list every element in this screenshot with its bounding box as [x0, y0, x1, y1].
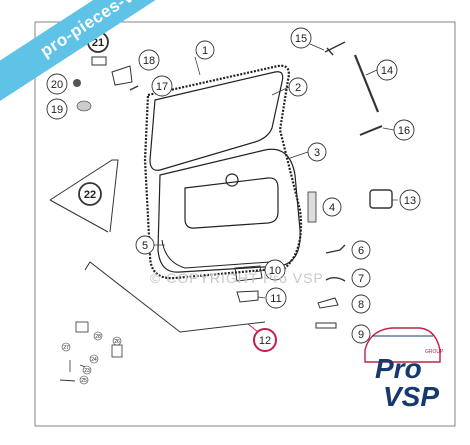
callout-label-10: 10: [269, 265, 281, 277]
callout-1[interactable]: [195, 40, 215, 60]
callout-label-25: 25: [81, 378, 87, 384]
callout-label-8: 8: [358, 299, 364, 311]
callout-label-11: 11: [270, 293, 281, 305]
callout-label-6: 6: [358, 245, 364, 257]
emblem: [225, 173, 239, 187]
plate-recess: [184, 177, 279, 229]
small-part-25: [59, 379, 76, 382]
latch-part-7: [325, 277, 346, 282]
latch-part-9: [315, 322, 337, 329]
tailgate-panel: [157, 148, 301, 273]
lock-part-11: [236, 290, 259, 303]
callout-24[interactable]: [89, 354, 99, 364]
callout-label-13: 13: [404, 195, 416, 207]
callout-label-28: 28: [95, 334, 101, 340]
callout-3[interactable]: [307, 142, 327, 162]
reflector-strip: [307, 191, 317, 223]
callout-18[interactable]: [138, 49, 160, 71]
wiring-harness: [49, 159, 119, 233]
strut-pin: [324, 41, 346, 56]
small-part-28: [75, 321, 89, 333]
callout-22[interactable]: [78, 182, 102, 206]
callout-19[interactable]: [46, 98, 68, 120]
bumper-stop: [359, 125, 383, 136]
callout-4[interactable]: [322, 197, 342, 217]
callout-label-20: 20: [51, 79, 63, 91]
callout-5[interactable]: [135, 235, 155, 255]
callout-label-15: 15: [295, 33, 307, 45]
latch-part-8: [317, 297, 339, 309]
callout-label-24: 24: [91, 357, 97, 363]
small-part-26: [111, 344, 123, 358]
copyright-watermark: © COPYRIGHT Pro VSP: [150, 270, 324, 286]
callout-label-14: 14: [381, 65, 393, 77]
callout-25[interactable]: [79, 375, 89, 385]
callout-label-12: 12: [259, 335, 271, 347]
callout-label-17: 17: [156, 81, 168, 93]
callout-label-9: 9: [358, 329, 364, 341]
callout-label-21: 21: [92, 37, 104, 49]
inner-liner: [161, 239, 271, 269]
callout-8[interactable]: [351, 294, 371, 314]
provsp-logo: GROUP Pro VSP: [375, 349, 460, 412]
callout-17[interactable]: [151, 75, 173, 97]
callout-label-7: 7: [358, 273, 364, 285]
lock-part-10: [234, 265, 263, 282]
callout-6[interactable]: [351, 240, 371, 260]
small-callouts: 28 26 27 24 25 23: [61, 331, 122, 385]
rear-window-glass: [149, 71, 284, 171]
callout-12[interactable]: [253, 328, 277, 352]
callout-label-1: 1: [202, 45, 208, 57]
latch-part-6: [325, 244, 346, 254]
car-silhouette: [364, 327, 441, 363]
callout-11[interactable]: [265, 287, 287, 309]
hinge-part-18: [111, 65, 133, 86]
callout-label-23: 23: [84, 368, 90, 374]
callout-15[interactable]: [290, 27, 312, 49]
gas-strut: [353, 54, 380, 113]
logo-group-text: GROUP: [425, 349, 444, 355]
callout-2[interactable]: [288, 77, 308, 97]
logo-line-pro: Pro: [375, 353, 422, 384]
callout-label-22: 22: [84, 189, 96, 201]
callout-label-2: 2: [295, 82, 301, 94]
callout-16[interactable]: [393, 119, 415, 141]
callout-14[interactable]: [376, 59, 398, 81]
nut-part-20: [73, 79, 81, 87]
callout-label-16: 16: [398, 125, 410, 137]
callout-28[interactable]: [93, 331, 103, 341]
callout-label-3: 3: [314, 147, 320, 159]
handle-switch: [369, 189, 393, 209]
callout-20[interactable]: [46, 73, 68, 95]
callout-label-5: 5: [142, 240, 148, 252]
callout-26[interactable]: [112, 336, 122, 346]
callout-label-4: 4: [329, 202, 335, 214]
logo-line-vsp: VSP: [383, 381, 440, 412]
callout-label-27: 27: [63, 345, 69, 351]
callouts: 1 2 3 4 5 6 7 8 9 10 11 12 13: [46, 27, 421, 352]
tailgate-seal: [143, 64, 303, 280]
screw-part-17: [129, 85, 139, 91]
callout-27[interactable]: [61, 342, 71, 352]
plug-part-19: [76, 100, 92, 112]
callout-10[interactable]: [264, 259, 286, 281]
callout-7[interactable]: [351, 268, 371, 288]
drawing-frame: [34, 21, 456, 427]
clip-part-21: [91, 56, 107, 66]
callout-23[interactable]: [82, 365, 92, 375]
callout-label-18: 18: [143, 55, 155, 67]
callout-13[interactable]: [399, 189, 421, 211]
callout-label-19: 19: [51, 104, 63, 116]
release-rod: [84, 261, 266, 333]
callout-label-26: 26: [114, 339, 120, 345]
callout-9[interactable]: [351, 324, 371, 344]
